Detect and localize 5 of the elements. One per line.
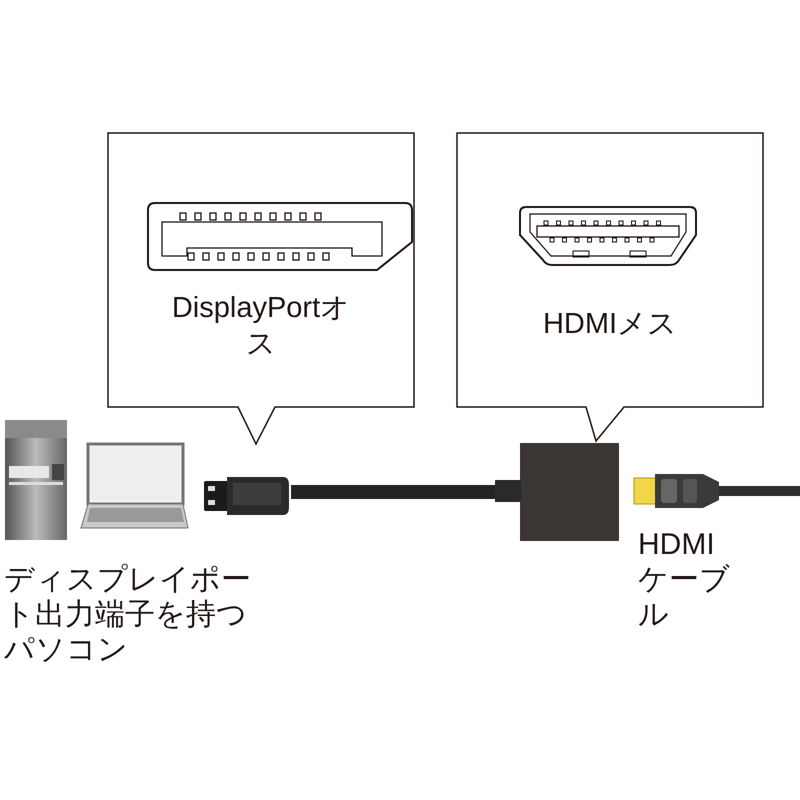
- device-caption: HDMIケーブル: [638, 527, 731, 632]
- cable: [291, 485, 495, 499]
- device-caption: ディスプレイポート出力端子を持つパソコン: [4, 562, 252, 667]
- callout-label: HDMIメス: [542, 307, 678, 342]
- callout-label: DisplayPortオス: [170, 291, 352, 362]
